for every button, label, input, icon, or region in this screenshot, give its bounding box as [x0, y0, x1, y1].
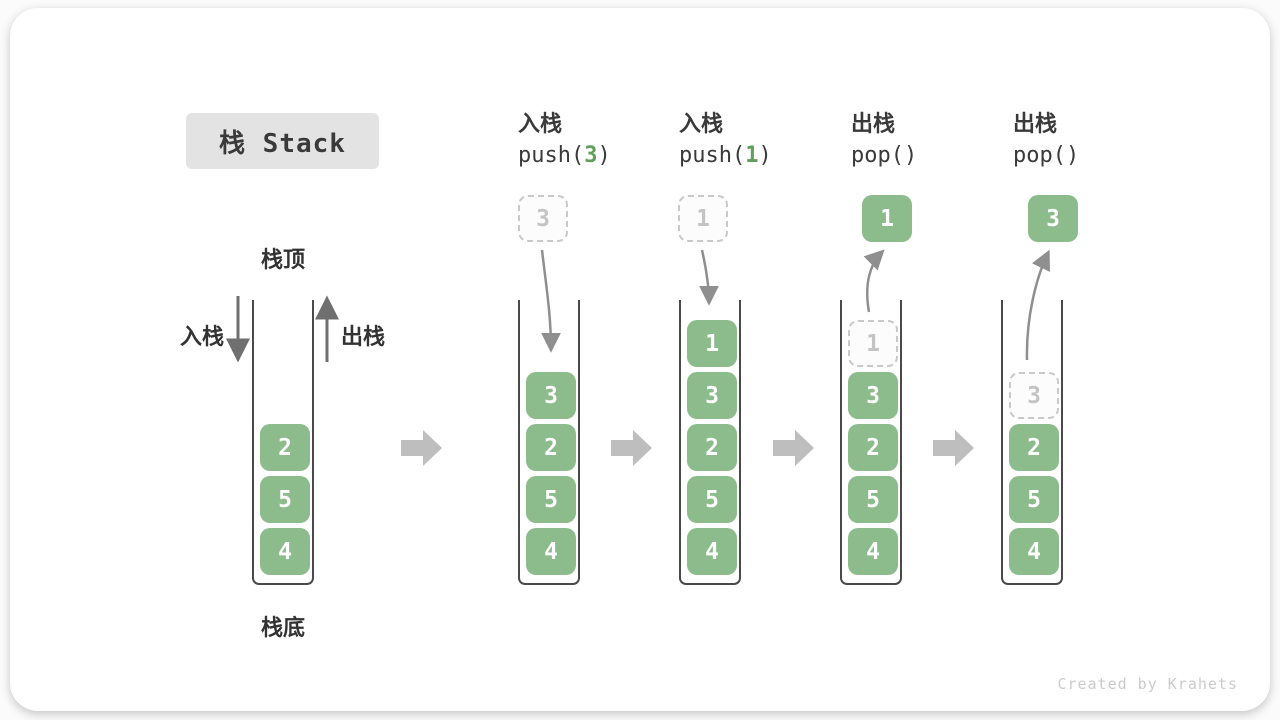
operation-code-part: ): [758, 143, 772, 168]
operation-label: 入栈 push(3): [518, 106, 611, 168]
step-arrow-icon: [933, 429, 975, 467]
operation-code: push(1): [679, 143, 772, 168]
incoming-value-box: 1: [678, 195, 728, 242]
stack-cell: 4: [1009, 528, 1059, 575]
incoming-value-box: 3: [518, 195, 568, 242]
operation-code: push(3): [518, 143, 611, 168]
stack-cell: 2: [260, 424, 310, 471]
stack-cell: 3: [848, 372, 898, 419]
pop-direction-label: 出栈: [341, 324, 386, 349]
operation-code-part: push(: [679, 143, 746, 168]
stack-cell: 5: [260, 476, 310, 523]
stack-cell: 5: [1009, 476, 1059, 523]
operation-code-part: 1: [745, 143, 759, 168]
stack-top-label: 栈顶: [260, 247, 305, 272]
operation-code: pop(): [851, 143, 917, 168]
operation-label: 入栈 push(1): [679, 106, 772, 168]
operation-code-part: pop(: [1013, 143, 1066, 168]
stack-container: 2 5 4: [252, 300, 314, 585]
stack-cell-ghost: 3: [1009, 372, 1059, 419]
popped-value-box: 1: [862, 195, 912, 242]
stack-cell: 4: [260, 528, 310, 575]
operation-name: 出栈: [1013, 111, 1058, 136]
diagram-title-box: 栈 Stack: [186, 113, 379, 169]
diagram-title: 栈 Stack: [219, 128, 346, 159]
step-arrow-icon: [401, 429, 443, 467]
stack-cell: 4: [526, 528, 576, 575]
step-arrow-icon: [773, 429, 815, 467]
operation-code-part: 3: [584, 143, 598, 168]
operation-name: 出栈: [851, 111, 896, 136]
stack-container: 3 2 5 4: [518, 300, 580, 585]
operation-code-part: ): [903, 143, 918, 168]
stack-container: 3 2 5 4: [1001, 300, 1063, 585]
push-direction-label: 入栈: [179, 324, 224, 349]
operation-name: 入栈: [518, 111, 563, 136]
stack-cell: 5: [526, 476, 576, 523]
stack-cell: 2: [1009, 424, 1059, 471]
stack-cell: 2: [848, 424, 898, 471]
stack-cell: 4: [687, 528, 737, 575]
operation-code-part: ): [597, 143, 611, 168]
stack-cell: 2: [526, 424, 576, 471]
operation-label: 出栈 pop(): [851, 106, 917, 168]
stack-cell: 4: [848, 528, 898, 575]
operation-name: 入栈: [679, 111, 724, 136]
operation-code: pop(): [1013, 143, 1079, 168]
step-arrow-icon: [611, 429, 653, 467]
stack-cell: 3: [526, 372, 576, 419]
stack-container: 1 3 2 5 4: [840, 300, 902, 585]
stack-cell: 5: [687, 476, 737, 523]
stack-cell-ghost: 1: [848, 320, 898, 367]
operation-code-part: ): [1065, 143, 1080, 168]
stack-cell: 5: [848, 476, 898, 523]
operation-code-part: pop(: [851, 143, 904, 168]
stack-cell: 2: [687, 424, 737, 471]
operation-label: 出栈 pop(): [1013, 106, 1079, 168]
stack-cell: 1: [687, 320, 737, 367]
stack-container: 1 3 2 5 4: [679, 300, 741, 585]
stack-cell: 3: [687, 372, 737, 419]
popped-value-box: 3: [1028, 195, 1078, 242]
operation-code-part: push(: [518, 143, 585, 168]
watermark: Created by Krahets: [1057, 675, 1238, 693]
stack-bottom-label: 栈底: [260, 615, 305, 640]
